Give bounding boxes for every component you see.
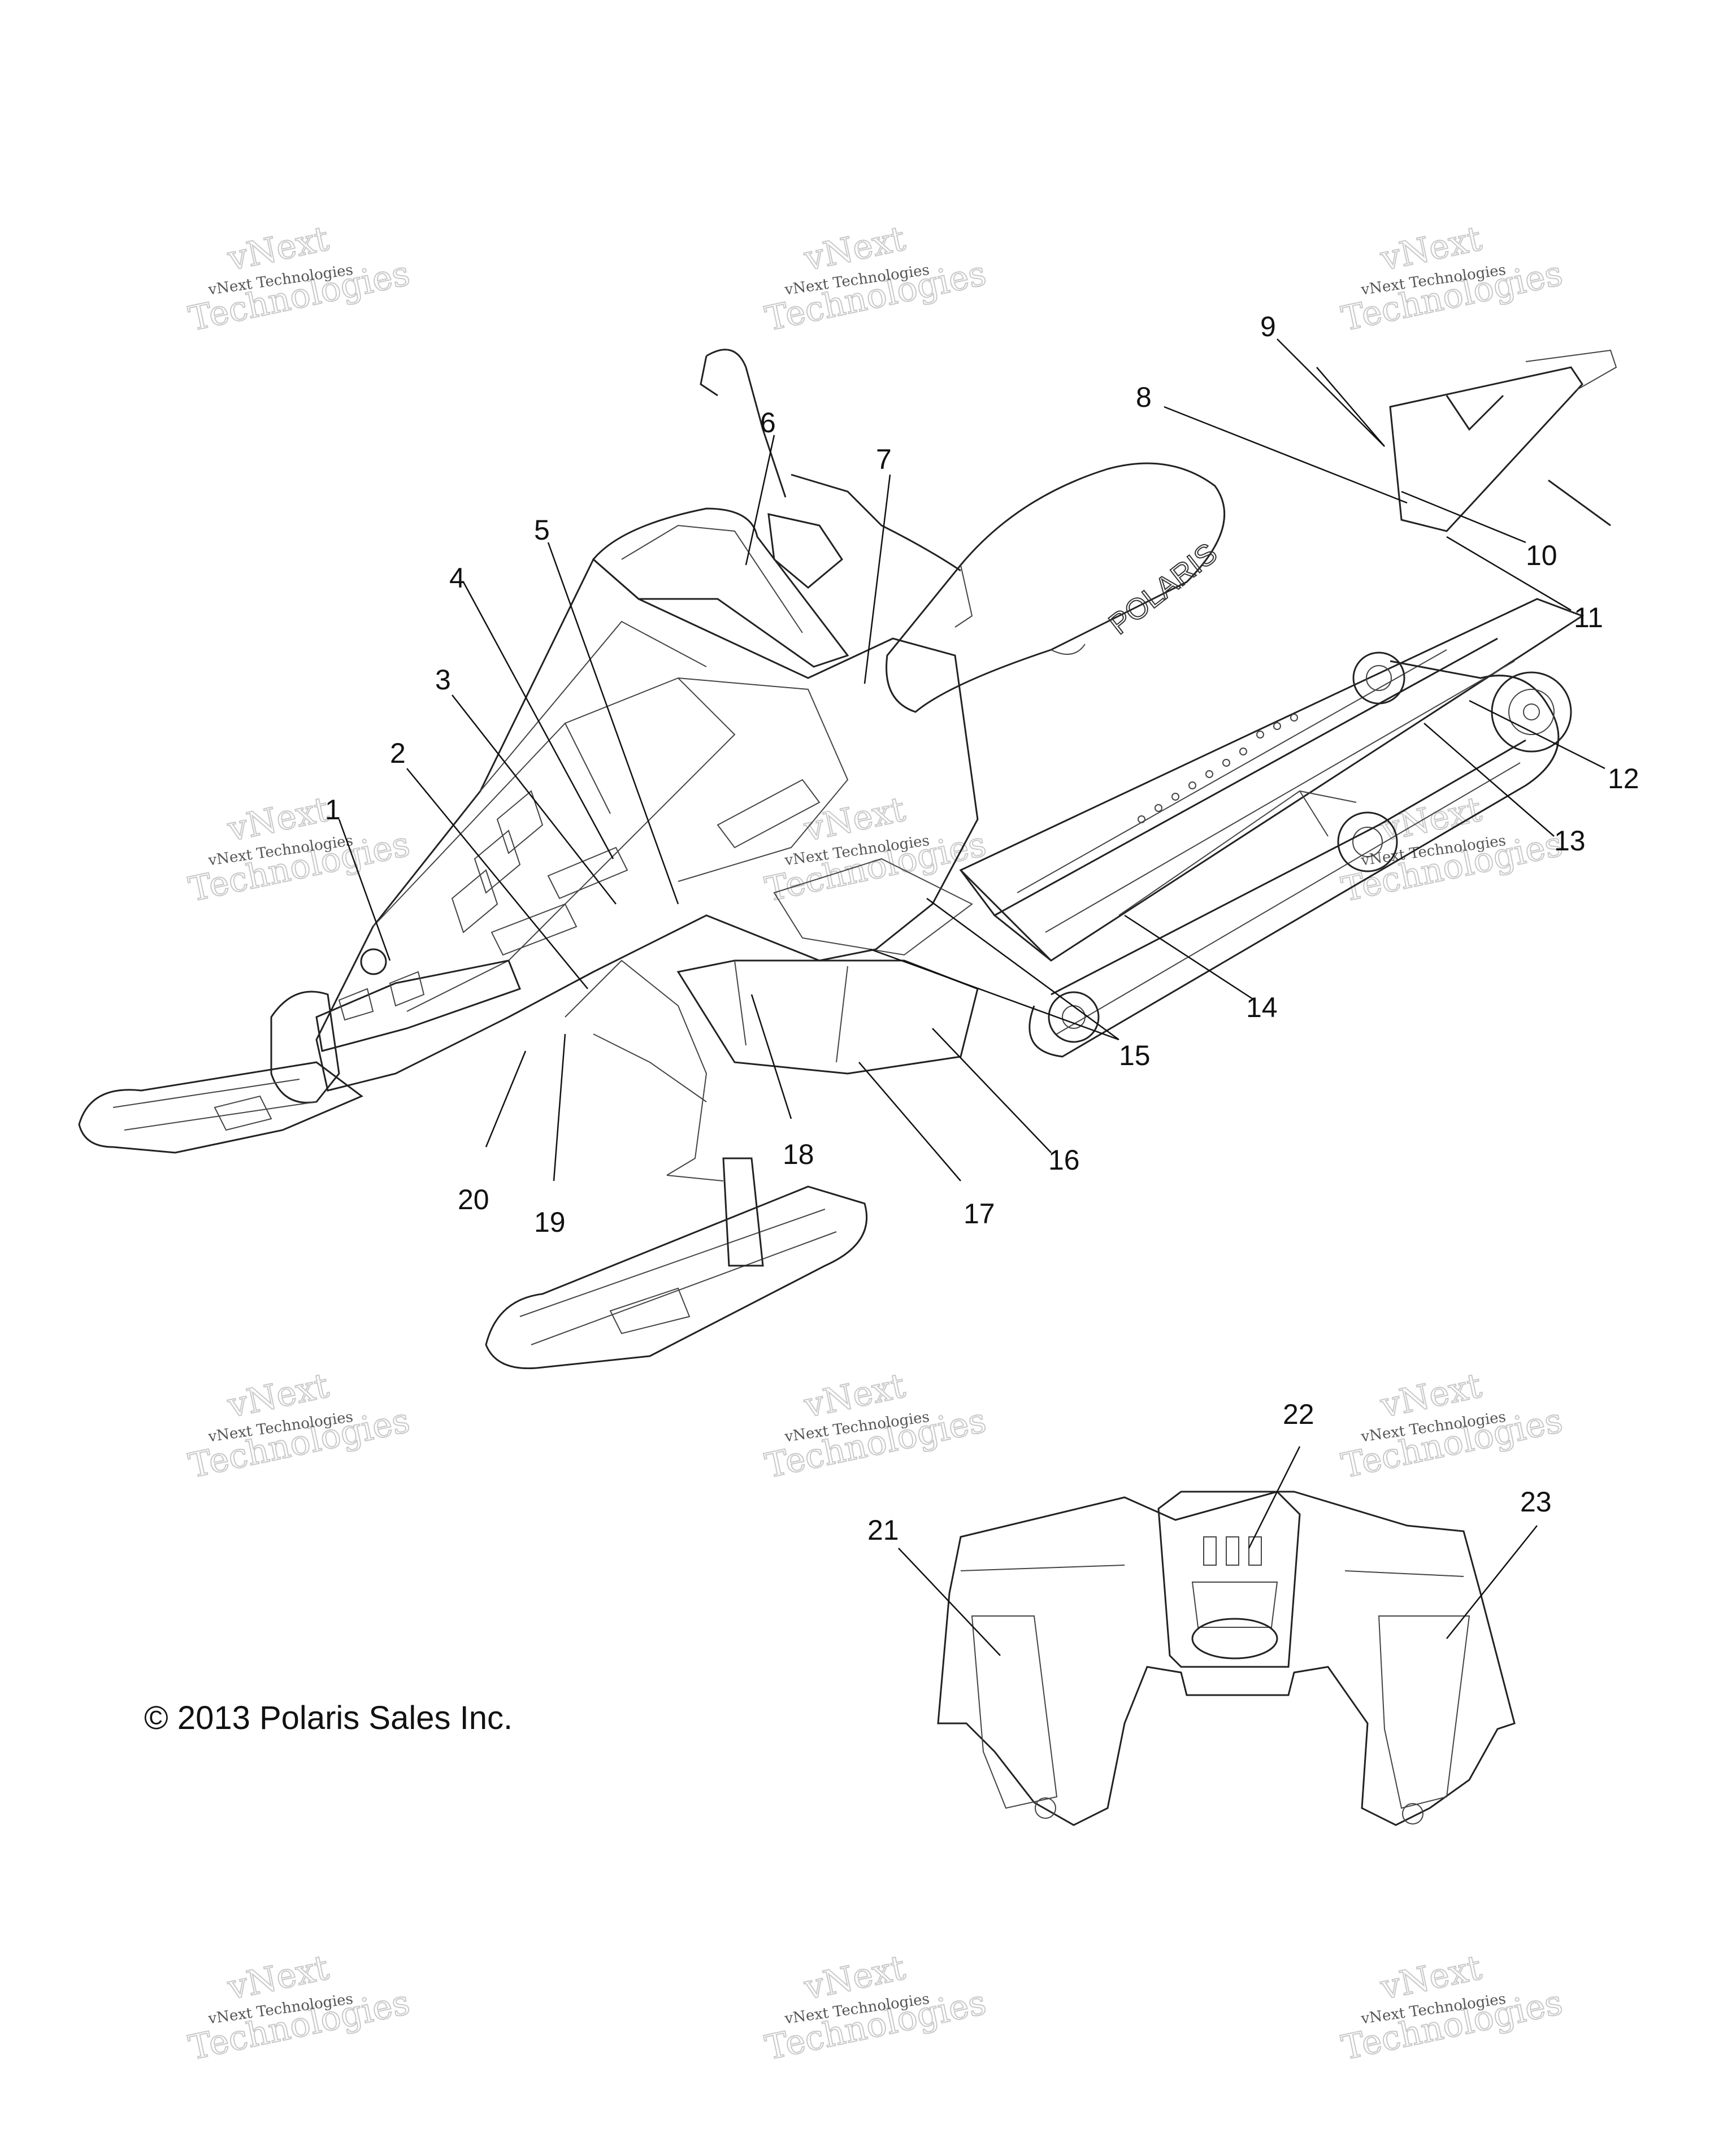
watermarks: Technologies vNext vNext Technologies Te… [185, 218, 1566, 2069]
callout-16: 16 [1048, 1144, 1080, 1176]
watermark: Technologies vNext vNext Technologies [1338, 218, 1566, 340]
copyright-notice: © 2013 Polaris Sales Inc. [144, 1700, 513, 1736]
callout-17: 17 [964, 1198, 995, 1230]
hood-inset [937, 1491, 1516, 1826]
idler-wheel [1352, 651, 1405, 705]
callout-5: 5 [534, 514, 550, 546]
callout-12: 12 [1608, 763, 1639, 794]
callout-22: 22 [1283, 1398, 1314, 1430]
callout-2: 2 [390, 737, 406, 769]
watermark: Technologies vNext vNext Technologies [761, 218, 990, 340]
callouts: 1 2 3 4 5 6 7 8 9 10 11 12 13 14 15 16 1… [325, 311, 1639, 1546]
watermark: Technologies vNext vNext Technologies [1338, 1365, 1566, 1487]
rear-wheel [1491, 671, 1572, 753]
watermark: Technologies vNext vNext Technologies [185, 218, 414, 340]
running-board-detail [1138, 714, 1298, 823]
hood-vents [451, 779, 821, 956]
watermark: Technologies vNext vNext Technologies [1338, 1947, 1566, 2069]
watermark: Technologies vNext vNext Technologies [761, 789, 990, 910]
watermark: Technologies vNext vNext Technologies [185, 1365, 414, 1487]
watermark: Technologies vNext vNext Technologies [761, 1947, 990, 2069]
right-ski [485, 1185, 868, 1370]
callout-21: 21 [867, 1514, 899, 1546]
callout-10: 10 [1526, 540, 1557, 571]
seat-logo: POLARIS [1103, 537, 1223, 641]
callout-6: 6 [760, 407, 776, 438]
leader-lines [338, 338, 1605, 1656]
callout-15: 15 [1119, 1040, 1151, 1071]
callout-9: 9 [1260, 311, 1276, 342]
callout-3: 3 [435, 664, 451, 696]
callout-23: 23 [1520, 1486, 1552, 1518]
callout-14: 14 [1246, 992, 1278, 1023]
callout-7: 7 [876, 444, 892, 475]
watermark: Technologies vNext vNext Technologies [185, 789, 414, 910]
callout-4: 4 [449, 562, 465, 594]
callout-11: 11 [1574, 602, 1603, 633]
callout-13: 13 [1554, 825, 1586, 857]
mid-wheel [1337, 811, 1398, 872]
callout-19: 19 [534, 1206, 566, 1238]
watermark: Technologies vNext vNext Technologies [185, 1947, 414, 2069]
callout-8: 8 [1136, 381, 1152, 413]
callout-20: 20 [458, 1184, 489, 1215]
callout-18: 18 [783, 1139, 814, 1170]
watermark: Technologies vNext vNext Technologies [761, 1365, 990, 1487]
callout-1: 1 [325, 794, 341, 826]
left-ski [78, 1061, 363, 1154]
